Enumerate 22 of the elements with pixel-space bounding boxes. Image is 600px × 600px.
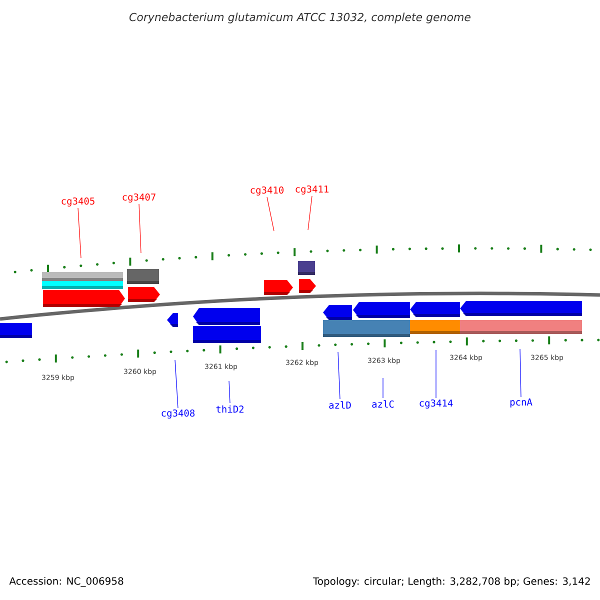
gene-label: cg3405 (62, 197, 94, 207)
title: Corynebacterium glutamicum ATCC 13032, complete genome (129, 12, 470, 24)
leader-line (138, 204, 142, 254)
accession-text: Accession: NC_006958 (9, 577, 124, 587)
gene-label: cg3414 (420, 399, 453, 409)
leader-line (228, 380, 230, 404)
gene-label: cg3407 (122, 193, 156, 203)
leader-line (266, 196, 274, 232)
gene-label: thiD2 (216, 405, 244, 413)
leader-line (338, 352, 340, 400)
gene-label: azlD (329, 401, 351, 409)
gene-label: cg3411 (296, 185, 329, 195)
gene-label: cg3410 (250, 186, 284, 196)
genome-info-text: Topology: circular; Length: 3,282,708 bp; Genes: 3,142 (312, 577, 590, 587)
leader-line (382, 378, 384, 398)
leader-line (308, 196, 312, 230)
gene-label: azlC (372, 400, 394, 408)
leader-line (174, 360, 178, 408)
gene-label: pcnA (510, 398, 532, 408)
leader-line (78, 208, 82, 258)
gene-label: cg3408 (162, 409, 195, 419)
leader-line (520, 348, 522, 398)
